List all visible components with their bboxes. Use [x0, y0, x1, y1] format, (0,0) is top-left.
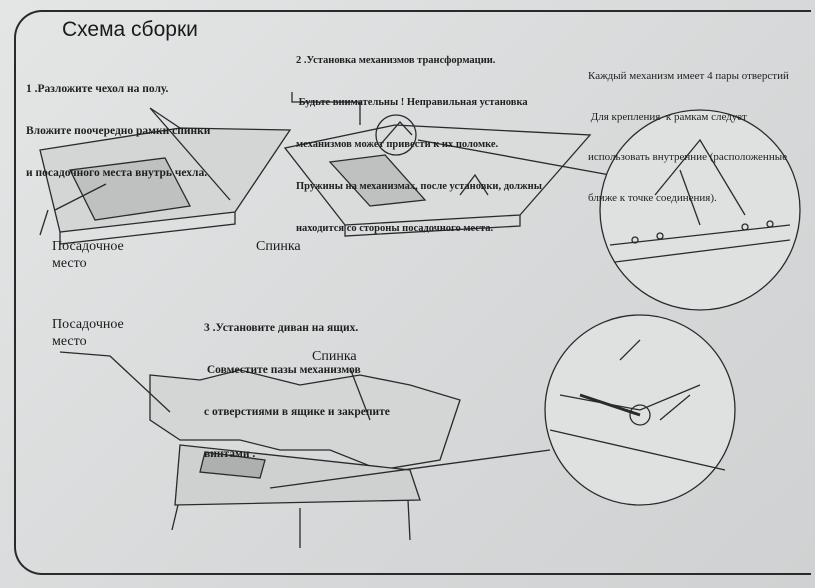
- seat-label-bottom: Посадочное место: [52, 316, 124, 350]
- step3-line: винтами .: [204, 448, 256, 460]
- mechanism-detail-1: [599, 109, 801, 311]
- step3-line: Совместите пазы механизмов: [204, 364, 361, 376]
- step1-drawing: [39, 107, 292, 245]
- note-line: Каждый механизм имеет 4 пары отверстий: [588, 70, 789, 82]
- label-line: место: [52, 334, 87, 349]
- step3-drawing: [59, 351, 551, 548]
- step3-text: 3 .Установите диван на ящих. Совместите …: [204, 293, 390, 489]
- step2-text: 2 .Установка механизмов трансформации. Б…: [296, 26, 542, 264]
- note-line: ближе к точке соединения).: [588, 191, 717, 204]
- note-text: Каждый механизм имеет 4 пары отверстий Д…: [588, 43, 789, 232]
- label-line: место: [52, 256, 87, 271]
- step1-line: 1 .Разложите чехол на полу.: [26, 83, 169, 95]
- page-border: [14, 10, 811, 575]
- note-line: использовать внутренние (расположенные: [588, 151, 787, 163]
- seat-label-top: Посадочное место: [52, 238, 124, 272]
- label-line: Посадочное: [52, 317, 124, 332]
- label-line: Посадочное: [52, 239, 124, 254]
- step2-line: Будьте внимательны ! Неправильная устано…: [296, 97, 528, 108]
- back-label-bottom: Спинка: [312, 349, 357, 364]
- step3-line: с отверстиями в ящике и закрепите: [204, 406, 390, 418]
- step2-line: Пружины на механизмах, после установки, …: [296, 181, 542, 192]
- back-label-top: Спинка: [256, 239, 301, 254]
- step2-line: механизмов может привести к их поломке.: [296, 139, 499, 150]
- step2-line: 2 .Установка механизмов трансформации.: [296, 55, 496, 66]
- step1-text: 1 .Разложите чехол на полу. Вложите пооч…: [26, 54, 210, 208]
- note-line: Для крепления к рамкам следует: [588, 110, 747, 123]
- mechanism-detail-2: [544, 314, 736, 506]
- step2-drawing: [283, 92, 611, 237]
- step1-line: и посадочного места внутрь чехла.: [26, 167, 208, 179]
- step2-line: находится со стороны посадочного места.: [296, 223, 494, 234]
- page-title: Схема сборки: [62, 18, 198, 41]
- step1-line: Вложите поочередно рамки спинки: [26, 125, 211, 137]
- step3-line: 3 .Установите диван на ящих.: [204, 322, 359, 334]
